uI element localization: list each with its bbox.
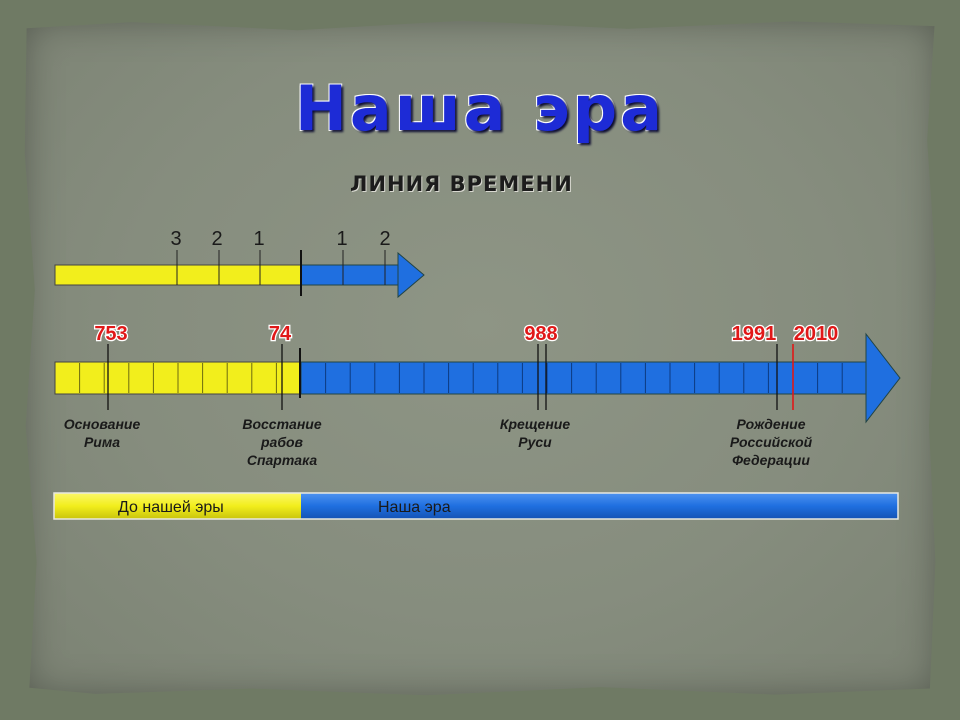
era-bar: До нашей эры Наша эра bbox=[53, 492, 899, 520]
main-arrowhead bbox=[865, 332, 901, 424]
page-title: Наша эра bbox=[295, 72, 665, 145]
year-label-988: 988 bbox=[524, 323, 557, 345]
ad-segment bbox=[300, 264, 400, 286]
era-bar-border bbox=[53, 492, 899, 520]
event-label-1991-line3: Федерации bbox=[732, 452, 810, 468]
century-timeline: 3 2 1 1 2 bbox=[54, 228, 425, 299]
era-bar-ad-label: Наша эра bbox=[378, 499, 451, 516]
event-label-74-line1: Восстание bbox=[242, 416, 321, 432]
era-bar-ad bbox=[301, 493, 898, 519]
event-label-988-line1: Крещение bbox=[500, 416, 570, 432]
event-label-74-line2: рабов bbox=[260, 434, 304, 450]
event-label-988-line2: Руси bbox=[518, 434, 552, 450]
era-bar-bc-label: До нашей эры bbox=[118, 499, 224, 516]
bc-segment bbox=[54, 264, 302, 286]
tick-label-ad-2: 2 bbox=[379, 228, 390, 250]
tick-label-bc-1: 1 bbox=[253, 228, 264, 250]
tick-label-ad-1: 1 bbox=[336, 228, 347, 250]
tick-label-bc-3: 3 bbox=[170, 228, 181, 250]
year-label-1991: 1991 bbox=[732, 323, 777, 345]
timeline-subtitle: ЛИНИЯ ВРЕМЕНИ bbox=[350, 172, 573, 196]
event-label-74-line3: Спартака bbox=[247, 452, 318, 468]
year-label-753: 753 bbox=[94, 323, 127, 345]
era-bar-bc bbox=[54, 493, 301, 519]
event-label-1991-line2: Российской bbox=[730, 434, 813, 450]
tick-label-bc-2: 2 bbox=[211, 228, 222, 250]
event-label-753-line2: Рима bbox=[84, 434, 120, 450]
main-tick-group bbox=[79, 363, 843, 393]
year-label-74: 74 bbox=[269, 323, 292, 345]
event-label-753-line1: Основание bbox=[64, 416, 141, 432]
paper-background bbox=[24, 20, 937, 696]
main-ad-segment bbox=[300, 361, 869, 395]
event-label-1991-line1: Рождение bbox=[736, 416, 805, 432]
year-label-2010: 2010 bbox=[794, 323, 839, 345]
timeline-arrowhead bbox=[397, 251, 425, 299]
main-timeline: 753 74 988 1991 2010 Основание Рима Восс… bbox=[54, 322, 901, 468]
